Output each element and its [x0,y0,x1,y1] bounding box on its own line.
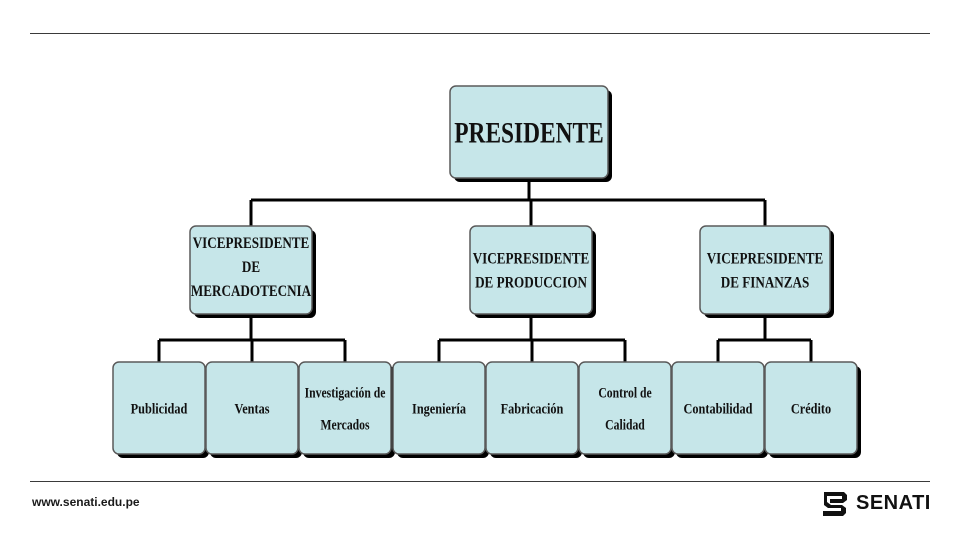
node-box [392,361,486,455]
node-label-line: DE [242,259,260,276]
node-box [764,361,858,455]
node-vp-finanzas: VICEPRESIDENTE DE FINANZAS [699,225,834,318]
node-label-line: PRESIDENTE [454,116,603,149]
website-url[interactable]: www.senati.edu.pe [32,495,140,509]
node-box [112,361,206,455]
node-box [205,361,299,455]
node-credito: Crédito [764,361,861,458]
node-label-line: Calidad [605,416,645,433]
node-label-line: Fabricación [501,400,564,416]
node-box [469,225,593,315]
node-publicidad: Publicidad [112,361,209,458]
node-ingenieria: Ingeniería [392,361,489,458]
node-label-line: VICEPRESIDENTE [707,250,824,267]
node-label-line: DE FINANZAS [721,274,810,291]
node-box [671,361,765,455]
node-label-line: Control de [598,384,651,401]
node-control-calidad: Control de Calidad [578,361,675,458]
node-box [578,361,672,455]
node-box [485,361,579,455]
node-fabricacion: Fabricación [485,361,582,458]
node-label-line: Publicidad [131,400,188,416]
org-chart: PRESIDENTEVICEPRESIDENTEDEMERCADOTECNIAV… [112,85,861,458]
node-label-line: MERCADOTECNIA [191,283,312,300]
bottom-divider [30,481,930,482]
node-contabilidad: Contabilidad [671,361,768,458]
connectors [157,178,813,362]
node-label-line: Crédito [791,400,831,416]
node-label-line: VICEPRESIDENTE [193,235,310,252]
node-label-line: Contabilidad [684,400,753,416]
node-investigacion: Investigación de Mercados [298,361,395,458]
senati-logo-icon [823,492,847,516]
node-label-line: Ingeniería [412,400,466,416]
boxes: PRESIDENTEVICEPRESIDENTEDEMERCADOTECNIAV… [112,85,861,458]
node-vp-mercadotecnia: VICEPRESIDENTE DE MERCADOTECNIA [189,225,316,318]
node-label-line: VICEPRESIDENTE [473,250,590,267]
logo-text: SENATI [856,491,931,514]
node-label-line: Investigación de [305,384,386,401]
node-box [189,225,313,315]
top-divider [30,33,930,34]
node-label-line: DE PRODUCCION [475,274,587,291]
node-vp-produccion: VICEPRESIDENTE DE PRODUCCION [469,225,596,318]
node-ventas: Ventas [205,361,302,458]
node-box [449,85,609,179]
node-label-clip: VICEPRESIDENTE DE MERCADOTECNIA [191,235,312,300]
senati-logo: SENATI [820,489,931,517]
node-label-line: Ventas [234,400,269,416]
node-box [699,225,831,315]
node-box [298,361,392,455]
node-presidente: PRESIDENTE [449,85,612,182]
node-label-line: Mercados [320,416,369,433]
